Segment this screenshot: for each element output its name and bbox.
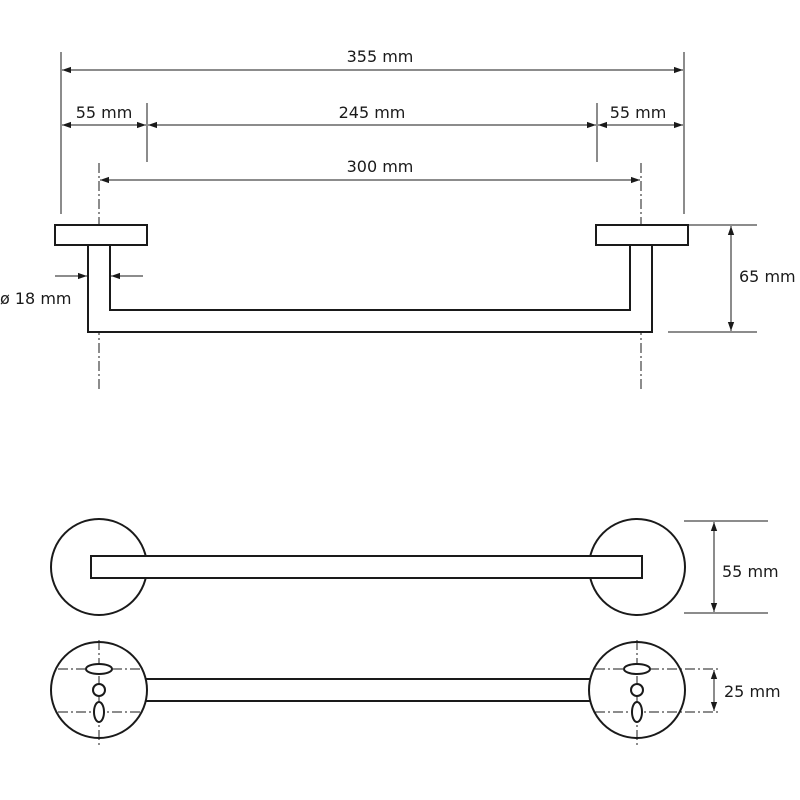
rosette-diameter-label: 55 mm	[722, 562, 779, 581]
mounting-slot-horizontal-icon	[623, 663, 651, 675]
front-view: 355 mm 55 mm 245 mm 55 mm 300 mm ø 18 mm…	[0, 47, 796, 392]
hole-spacing-label: 25 mm	[724, 682, 781, 701]
inner-span-label: 245 mm	[339, 103, 406, 122]
mounting-hole-icon	[92, 683, 106, 697]
bar-diameter-label: ø 18 mm	[0, 289, 72, 308]
wall-plate-left	[54, 224, 148, 246]
back-view: 25 mm	[50, 640, 781, 745]
towel-bar-body	[87, 244, 653, 333]
right-offset-label: 55 mm	[610, 103, 667, 122]
towel-bar-back	[139, 678, 601, 702]
mounting-slot-vertical-icon	[93, 701, 105, 723]
wall-plate-right	[595, 224, 689, 246]
projection-depth-label: 65 mm	[739, 267, 796, 286]
mounting-slot-horizontal-icon	[85, 663, 113, 675]
mounting-slot-vertical-icon	[631, 701, 643, 723]
mounting-hole-icon	[630, 683, 644, 697]
overall-length-label: 355 mm	[347, 47, 414, 66]
center-distance-label: 300 mm	[347, 157, 414, 176]
top-view: 55 mm	[50, 518, 779, 616]
towel-bar-top	[90, 555, 643, 579]
left-offset-label: 55 mm	[76, 103, 133, 122]
